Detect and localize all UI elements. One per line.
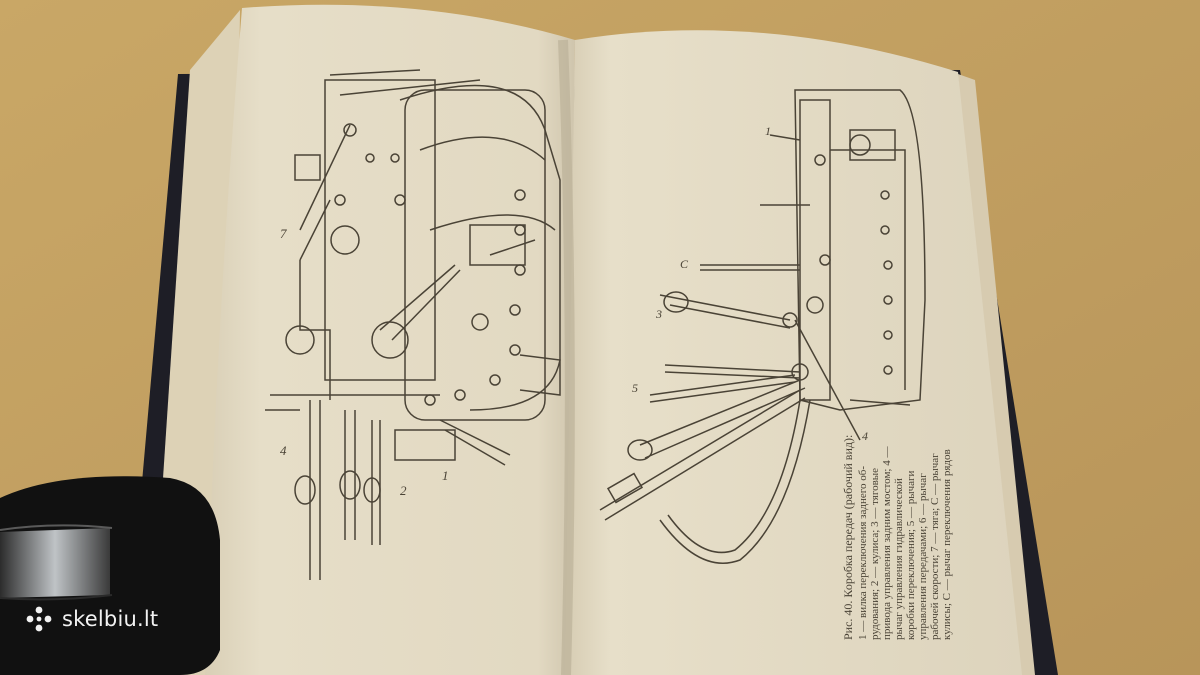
right-callouts: 1 С 3 5 4: [632, 124, 868, 443]
right-page-edge: [958, 74, 1035, 675]
caption-line: рабочей скорости; 7 — тяга; С — рычаг: [929, 453, 941, 640]
right-page: [565, 30, 1022, 675]
skelbiu-logo-icon: [26, 606, 52, 632]
callout-rc: С: [680, 257, 689, 271]
left-drawing: [265, 69, 561, 580]
book-gutter: [558, 39, 575, 675]
caption-line: привода управления задним мостом; 4 —: [881, 446, 893, 640]
callout-7: 7: [280, 226, 287, 241]
caption-line: кулисы; С — рычаг переключения рядов: [941, 449, 953, 640]
figure-caption: Рис. 40. Коробка передач (рабочий вид): …: [841, 435, 953, 640]
callout-r5: 5: [632, 381, 638, 395]
callout-2: 2: [400, 483, 407, 498]
callout-r3: 3: [655, 307, 662, 321]
caption-line: коробки переключения; 5 — рычаги: [905, 470, 917, 640]
caption-line: 1 — вилка переключения заднего об-: [857, 466, 869, 640]
watermark: skelbiu.lt: [24, 604, 158, 634]
caption-title: Рис. 40. Коробка передач (рабочий вид):: [841, 435, 855, 640]
callout-r4: 4: [862, 429, 868, 443]
callout-4: 4: [280, 443, 287, 458]
callout-1: 1: [442, 468, 449, 483]
left-callouts: 7 4 2 1: [280, 226, 449, 498]
caption-line: рудования; 2 — кулиса; 3 — тяговые: [869, 468, 881, 640]
right-drawing: [599, 89, 926, 564]
tape-dispenser: [0, 476, 220, 675]
caption-line: управления передачами; 6 — рычаг: [917, 473, 929, 640]
caption-line: рычаг управления гидравлической: [893, 478, 905, 640]
left-page: [205, 4, 575, 675]
watermark-text: skelbiu.lt: [62, 607, 159, 631]
callout-r1: 1: [765, 124, 771, 138]
